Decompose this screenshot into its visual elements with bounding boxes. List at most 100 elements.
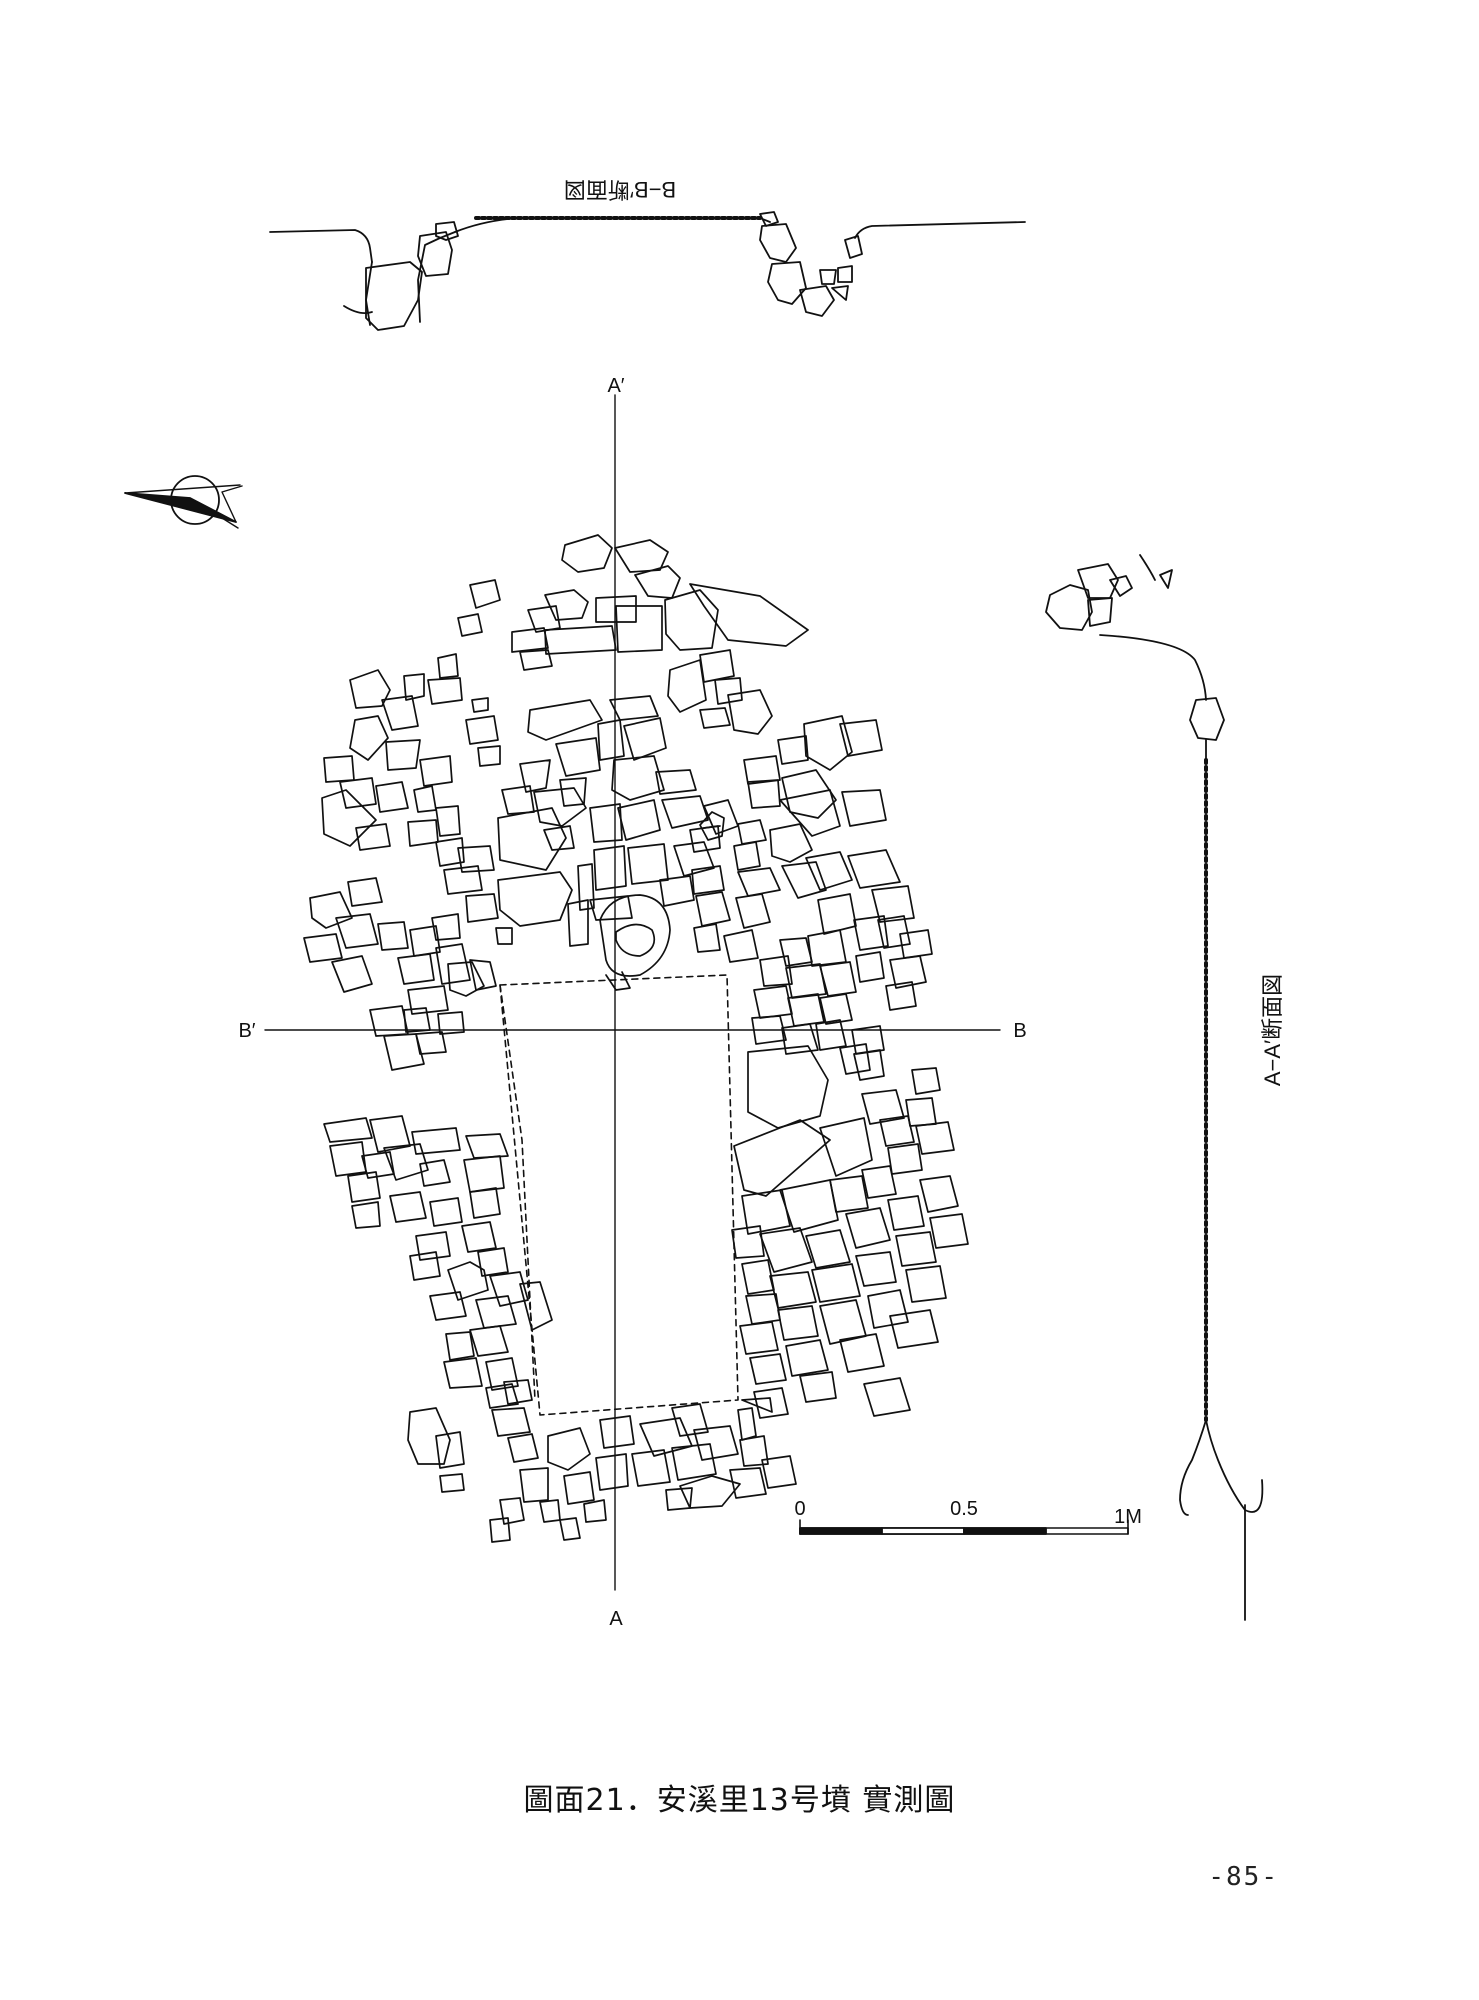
stone	[737, 867, 781, 897]
stone	[714, 677, 743, 705]
stone	[415, 1031, 447, 1055]
stone	[309, 891, 353, 929]
stone	[787, 993, 825, 1027]
stone	[593, 845, 627, 891]
stone	[381, 695, 419, 731]
label-a-prime: A′	[607, 375, 624, 397]
stone	[429, 1291, 467, 1321]
stone	[689, 583, 809, 647]
stone	[841, 789, 887, 827]
stone	[471, 697, 489, 713]
stone	[667, 659, 707, 713]
stone	[355, 823, 391, 851]
stone	[887, 1195, 925, 1231]
stone	[631, 1449, 671, 1487]
stone	[503, 1379, 533, 1405]
stone	[879, 1115, 915, 1147]
stone	[819, 961, 857, 997]
stone	[753, 985, 793, 1019]
stone	[807, 929, 847, 967]
stone	[803, 715, 853, 771]
stone	[777, 1305, 819, 1341]
section-aa-label: A−A′断面図	[1260, 974, 1285, 1086]
stone	[351, 1201, 381, 1229]
stone	[733, 1119, 831, 1197]
stone	[321, 789, 377, 847]
stone	[847, 849, 901, 889]
stone	[819, 993, 853, 1025]
stone	[699, 649, 735, 683]
stone	[785, 963, 827, 999]
stone	[589, 803, 623, 843]
stone	[743, 755, 781, 785]
stone	[779, 937, 813, 967]
stone	[563, 1471, 595, 1505]
stone	[693, 1425, 739, 1461]
stone	[819, 1117, 873, 1177]
stone	[729, 1467, 767, 1499]
stone	[741, 1397, 773, 1413]
stone	[369, 1005, 409, 1037]
stone	[811, 1263, 861, 1303]
stone	[335, 913, 379, 949]
stone	[861, 1089, 905, 1125]
stone	[407, 985, 449, 1015]
stone	[431, 913, 461, 941]
stone	[419, 755, 453, 787]
stone	[747, 779, 781, 809]
stone	[853, 1049, 885, 1081]
stone	[477, 1247, 509, 1277]
stone	[753, 1387, 789, 1419]
stone	[519, 1281, 553, 1331]
stone	[671, 1403, 709, 1437]
stone	[347, 1171, 381, 1203]
scale-bar	[799, 1519, 1129, 1535]
stone	[375, 781, 409, 813]
stone	[739, 1435, 769, 1467]
stone	[727, 689, 773, 735]
stone	[871, 885, 915, 923]
stone	[383, 1033, 425, 1071]
stone	[781, 861, 827, 899]
stone	[691, 865, 725, 895]
stone	[407, 1407, 451, 1465]
stone	[457, 613, 483, 637]
stone	[767, 261, 807, 305]
figure-caption: 圖面21．安溪里13号墳 實測圖	[523, 1783, 956, 1818]
stone	[695, 891, 731, 927]
stone	[435, 805, 461, 837]
stone	[429, 1197, 463, 1227]
stone	[911, 1067, 941, 1095]
stone	[599, 1415, 635, 1449]
stone	[495, 927, 513, 945]
stone	[623, 717, 667, 761]
stone	[577, 863, 595, 911]
stone	[639, 1417, 693, 1457]
stone	[347, 877, 383, 907]
stone	[781, 769, 837, 819]
stone	[845, 1207, 891, 1249]
stone	[331, 955, 373, 993]
stone	[679, 1475, 741, 1509]
stone	[815, 1019, 847, 1051]
stone	[1109, 575, 1133, 597]
stone	[497, 871, 573, 927]
stone	[741, 1189, 791, 1235]
stone	[1077, 563, 1119, 599]
label-b-prime: B′	[238, 1020, 255, 1042]
stone	[397, 953, 435, 985]
stone	[779, 1179, 839, 1233]
stone	[779, 789, 841, 837]
stone	[457, 845, 495, 873]
stone	[761, 1455, 797, 1489]
stone	[703, 825, 721, 829]
stone	[665, 1487, 693, 1511]
stone	[609, 695, 659, 721]
stone	[597, 719, 625, 761]
stone	[435, 221, 459, 241]
stone	[527, 699, 603, 741]
stone	[905, 1265, 947, 1303]
stone	[323, 1117, 373, 1143]
